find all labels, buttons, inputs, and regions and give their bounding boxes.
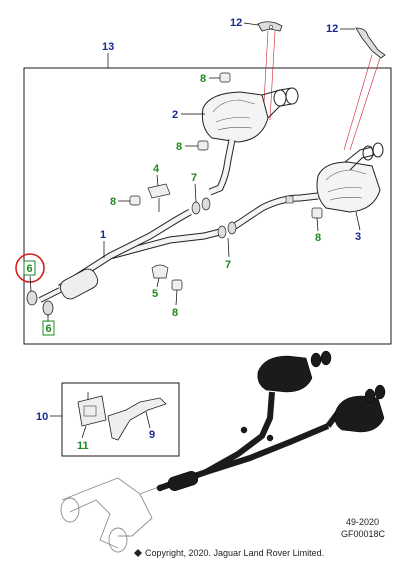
rubber-mount-right	[311, 207, 323, 219]
callout-8-right: 8	[315, 217, 321, 244]
callout-12-left: 12	[230, 17, 259, 29]
callout-9: 9	[145, 411, 155, 441]
callout-7-lower: 7	[225, 237, 231, 271]
svg-text:13: 13	[102, 41, 114, 53]
callout-5: 5	[152, 277, 160, 300]
rubber-mount-top	[219, 72, 231, 83]
callout-7-upper: 7	[191, 172, 197, 203]
hanger-bracket-left	[257, 21, 283, 32]
diamond-icon	[134, 549, 142, 557]
svg-text:3: 3	[355, 231, 361, 243]
svg-text:8: 8	[172, 307, 178, 319]
svg-text:2: 2	[172, 109, 178, 121]
callout-10: 10	[36, 411, 62, 423]
hanger-bracket-right	[355, 27, 386, 59]
svg-text:8: 8	[315, 232, 321, 244]
callout-8-mid: 8	[176, 141, 198, 153]
svg-text:7: 7	[225, 259, 231, 271]
rubber-mount-left	[129, 195, 141, 206]
svg-text:7: 7	[191, 172, 197, 184]
callout-2: 2	[172, 109, 205, 121]
svg-text:9: 9	[149, 429, 155, 441]
callout-8-left: 8	[110, 196, 130, 208]
heat-shield-bracket	[147, 183, 171, 212]
front-clamp	[26, 290, 54, 322]
front-pipe	[38, 208, 221, 303]
intermediate-pipe-right	[230, 192, 319, 231]
svg-text:12: 12	[326, 23, 338, 35]
callout-8-top: 8	[200, 73, 220, 85]
exhaust-valve-actuator	[77, 392, 107, 427]
rubber-mount-mid	[197, 140, 209, 151]
callout-4: 4	[153, 163, 160, 187]
mount-bracket	[151, 264, 169, 279]
rubber-mount-bottom	[171, 279, 183, 291]
copyright-line: Copyright, 2020. Jaguar Land Rover Limit…	[134, 548, 324, 558]
callout-12-right: 12	[326, 23, 355, 35]
svg-text:4: 4	[153, 163, 160, 175]
highlight-circle	[15, 253, 45, 283]
svg-text:11: 11	[77, 440, 89, 452]
svg-text:1: 1	[100, 229, 106, 241]
actuator-bracket	[107, 397, 167, 441]
callout-6-bottom: 6	[42, 320, 55, 336]
svg-text:12: 12	[230, 17, 242, 29]
rear-muffler-right	[316, 142, 384, 213]
rear-muffler-left	[201, 87, 299, 196]
date-code: 49-2020	[346, 517, 379, 527]
callout-6-top: 6	[23, 260, 36, 292]
callout-13: 13	[102, 41, 114, 68]
svg-text:8: 8	[200, 73, 206, 85]
clamp-upper	[191, 197, 211, 215]
callout-3: 3	[355, 211, 361, 243]
svg-text:5: 5	[152, 288, 158, 300]
svg-text:6: 6	[27, 263, 33, 275]
inset-frame	[61, 382, 180, 457]
clamp-lower	[217, 221, 237, 239]
svg-text:Copyright, 2020. Jaguar Land R: Copyright, 2020. Jaguar Land Rover Limit…	[145, 548, 324, 558]
figure-code: GF00018C	[341, 529, 386, 539]
svg-text:8: 8	[110, 196, 116, 208]
callout-8-bottom: 8	[172, 289, 178, 319]
callout-11: 11	[77, 425, 89, 452]
assembled-exhaust-view	[60, 350, 386, 553]
assembly-frame	[23, 67, 392, 345]
svg-text:8: 8	[176, 141, 182, 153]
callout-1: 1	[100, 229, 106, 258]
svg-text:6: 6	[46, 323, 52, 335]
svg-text:10: 10	[36, 411, 48, 423]
